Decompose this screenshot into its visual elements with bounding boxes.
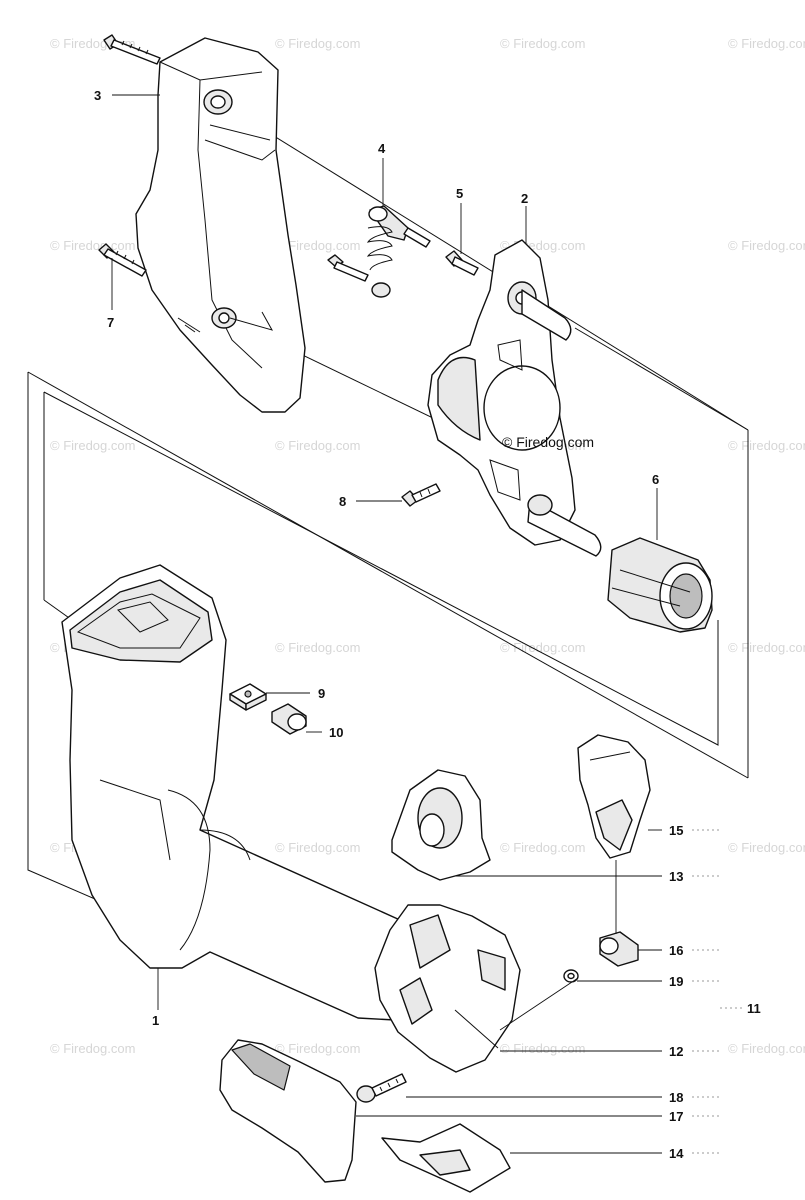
watermark-text: © Firedog.com bbox=[275, 1041, 360, 1056]
watermark-text: © Firedog.com bbox=[275, 438, 360, 453]
callout-7: 7 bbox=[107, 315, 114, 330]
part-15-trigger bbox=[577, 734, 651, 859]
watermark-text: © Firedog.com bbox=[728, 640, 805, 655]
part-16-pin bbox=[599, 931, 639, 967]
watermark-text: © Firedog.com bbox=[728, 238, 805, 253]
callout-5: 5 bbox=[456, 186, 463, 201]
part-6-roller bbox=[607, 537, 713, 633]
leader-lines bbox=[111, 94, 742, 1154]
watermark-text: © Firedog.com bbox=[275, 640, 360, 655]
watermark-text: © Firedog.com bbox=[50, 1041, 135, 1056]
watermark-text: © Firedog.com bbox=[728, 36, 805, 51]
callout-4: 4 bbox=[378, 141, 386, 156]
part-19-washer bbox=[563, 969, 579, 983]
callout-15: 15 bbox=[669, 823, 683, 838]
callout-14: 14 bbox=[669, 1146, 684, 1161]
part-2-bracket bbox=[427, 239, 602, 557]
watermark-text: © Firedog.com bbox=[50, 238, 135, 253]
callout-1: 1 bbox=[152, 1013, 159, 1028]
part-17-handle-cap bbox=[219, 1039, 357, 1183]
callout-12: 12 bbox=[669, 1044, 683, 1059]
part-5-screw bbox=[327, 227, 479, 282]
callout-9: 9 bbox=[318, 686, 325, 701]
part-9-nut bbox=[229, 683, 267, 711]
watermark-text: © Firedog.com bbox=[728, 1041, 805, 1056]
callout-11: 11 bbox=[747, 1001, 761, 1016]
callout-19: 19 bbox=[669, 974, 683, 989]
callout-17: 17 bbox=[669, 1109, 683, 1124]
watermark-text: © Firedog.com bbox=[500, 36, 585, 51]
part-1-handle-tube bbox=[61, 564, 401, 1021]
part-7-screw-lower bbox=[98, 243, 147, 277]
callout-13: 13 bbox=[669, 869, 683, 884]
callout-16: 16 bbox=[669, 943, 683, 958]
part-12-grip-cover bbox=[374, 904, 521, 1073]
callout-2: 2 bbox=[521, 191, 528, 206]
callout-labels: 3 4 5 2 7 8 6 9 10 1 15 13 16 19 11 12 1… bbox=[94, 88, 761, 1161]
part-13-bracket bbox=[391, 769, 491, 881]
part-8-screw bbox=[401, 483, 441, 507]
part-4-spring bbox=[366, 205, 409, 298]
callout-6: 6 bbox=[652, 472, 659, 487]
part-7-screw-upper bbox=[103, 34, 161, 65]
center-watermark: © Firedog.com bbox=[502, 434, 594, 450]
watermark-text: © Firedog.com bbox=[275, 36, 360, 51]
callout-10: 10 bbox=[329, 725, 343, 740]
watermark-text: © Firedog.com bbox=[275, 840, 360, 855]
part-14-clip bbox=[381, 1123, 511, 1193]
part-3-upper-cover bbox=[135, 37, 306, 413]
watermark-text: © Firedog.com bbox=[275, 238, 360, 253]
watermark-text: © Firedog.com bbox=[50, 438, 135, 453]
callout-3: 3 bbox=[94, 88, 101, 103]
watermark-text: © Firedog.com bbox=[500, 1041, 585, 1056]
watermark-text: © Firedog.com bbox=[728, 438, 805, 453]
part-18-screw bbox=[356, 1073, 407, 1103]
watermark-text: © Firedog.com bbox=[500, 840, 585, 855]
part-10-sleeve bbox=[271, 703, 307, 735]
watermark-text: © Firedog.com bbox=[500, 640, 585, 655]
callout-18: 18 bbox=[669, 1090, 683, 1105]
callout-8: 8 bbox=[339, 494, 346, 509]
watermark-text: © Firedog.com bbox=[728, 840, 805, 855]
